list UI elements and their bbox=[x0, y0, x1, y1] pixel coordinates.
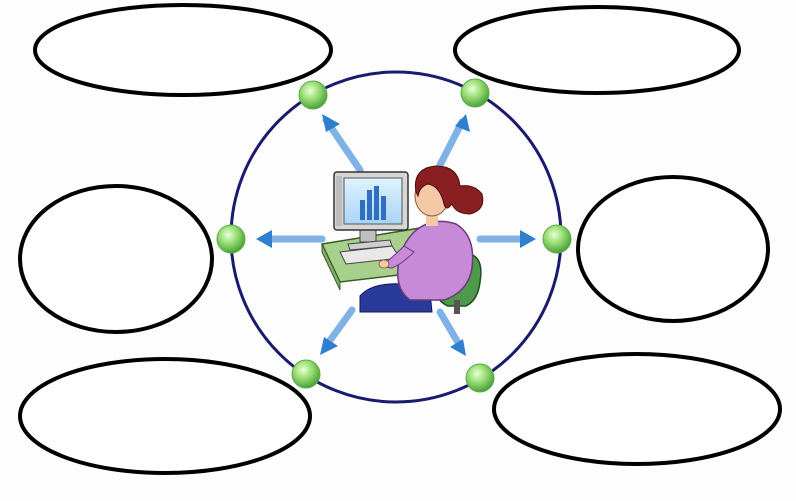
arrow-up-left bbox=[322, 114, 364, 174]
dots-group bbox=[216, 78, 572, 393]
arrow-right bbox=[476, 230, 536, 248]
nodes-group bbox=[18, 3, 782, 475]
dot-middle-right bbox=[542, 224, 572, 254]
node-bottom-right bbox=[492, 352, 782, 466]
dot-bottom-left bbox=[291, 359, 321, 389]
node-middle-left bbox=[18, 184, 214, 334]
dot-top-left bbox=[298, 80, 328, 110]
arrows-group bbox=[256, 114, 536, 356]
arrow-up-right bbox=[436, 114, 470, 169]
dot-middle-left bbox=[216, 224, 246, 254]
node-bottom-left bbox=[18, 357, 312, 475]
dot-top-right bbox=[460, 78, 490, 108]
dot-bottom-right bbox=[465, 363, 495, 393]
arrow-down-right bbox=[436, 308, 466, 356]
node-middle-right bbox=[576, 175, 770, 323]
arrow-down-left bbox=[320, 306, 356, 355]
node-top-left bbox=[33, 3, 333, 97]
node-top-right bbox=[453, 5, 741, 95]
person-at-computer-icon bbox=[320, 165, 484, 314]
arrow-left bbox=[256, 230, 326, 248]
